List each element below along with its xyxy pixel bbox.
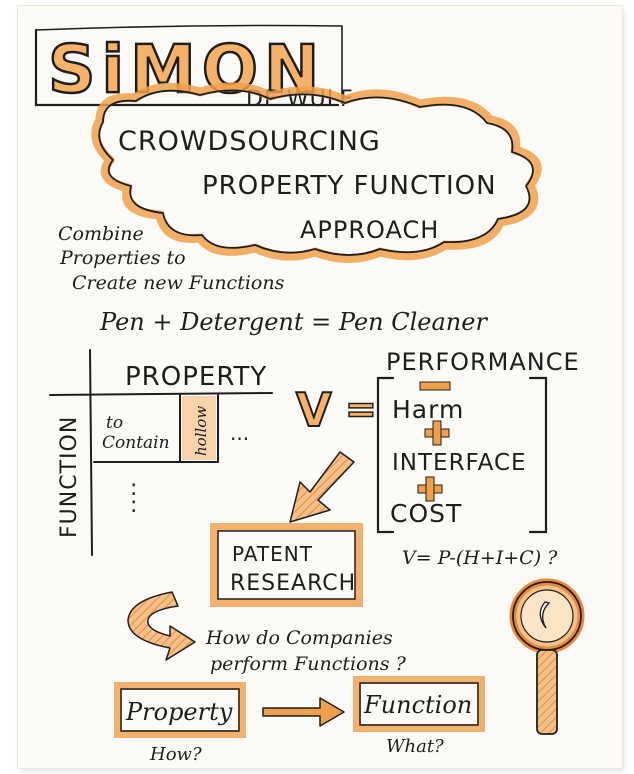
- magnifying-glass-icon: [509, 578, 585, 735]
- intro-line-1: Combine: [58, 223, 144, 245]
- property-box: [114, 682, 246, 738]
- value-formula: V= P-(H+I+C) ?: [402, 547, 558, 569]
- question-line-1: How do Companies: [205, 627, 393, 649]
- title-first-name: SiMON: [48, 31, 325, 108]
- patent-line-1: PATENT: [232, 542, 313, 566]
- plus-sign-1: [424, 420, 450, 446]
- matrix-col-ellipsis: :: [130, 476, 137, 501]
- question-line-2: perform Functions ?: [210, 653, 407, 675]
- arrow-right-icon: [262, 697, 345, 727]
- matrix-function-label: FUNCTION: [57, 416, 82, 538]
- value-cost: COST: [390, 499, 462, 528]
- flow-property-sub: How?: [149, 744, 202, 765]
- intro-line-3: Create new Functions: [72, 272, 285, 294]
- value-brackets: [376, 376, 548, 534]
- title-frame: [34, 24, 343, 107]
- flow-function-sub: What?: [386, 736, 444, 757]
- intro-line-2: Properties to: [59, 247, 186, 269]
- cell-contain-line-2: Contain: [102, 433, 170, 453]
- value-interface: INTERFACE: [392, 450, 527, 476]
- value-harm: Harm: [392, 395, 464, 424]
- plus-sign-2: [417, 476, 443, 502]
- flow-property: Property: [125, 698, 233, 726]
- cloud-line-2: PROPERTY FUNCTION: [202, 171, 497, 201]
- equation: Pen + Detergent = Pen Cleaner: [99, 308, 488, 336]
- patent-box: [210, 523, 363, 607]
- curved-arrow-icon: [127, 591, 196, 661]
- matrix-col-ellipsis-2: :: [130, 493, 137, 518]
- cloud-line-1: CROWDSOURCING: [118, 126, 381, 157]
- cell-hollow: hollow: [192, 406, 210, 456]
- cloud-shape: [91, 82, 542, 263]
- value-equals: =: [345, 387, 377, 431]
- matrix-row-ellipsis: ...: [230, 421, 249, 445]
- function-box: [353, 676, 485, 732]
- matrix-lines: [49, 349, 273, 556]
- value-v-symbol: V: [296, 383, 332, 437]
- hollow-cell-highlight: [182, 396, 216, 460]
- arrow-down-icon: [289, 451, 355, 523]
- cloud-line-3: APPROACH: [300, 216, 439, 244]
- flow-function: Function: [363, 691, 472, 719]
- value-performance: PERFORMANCE: [386, 348, 580, 376]
- matrix-property-label: PROPERTY: [125, 362, 267, 392]
- cloud-outline: [98, 89, 534, 256]
- patent-line-2: RESEARCH: [230, 571, 356, 596]
- minus-sign: [419, 381, 451, 391]
- cell-contain-line-1: to: [106, 413, 123, 433]
